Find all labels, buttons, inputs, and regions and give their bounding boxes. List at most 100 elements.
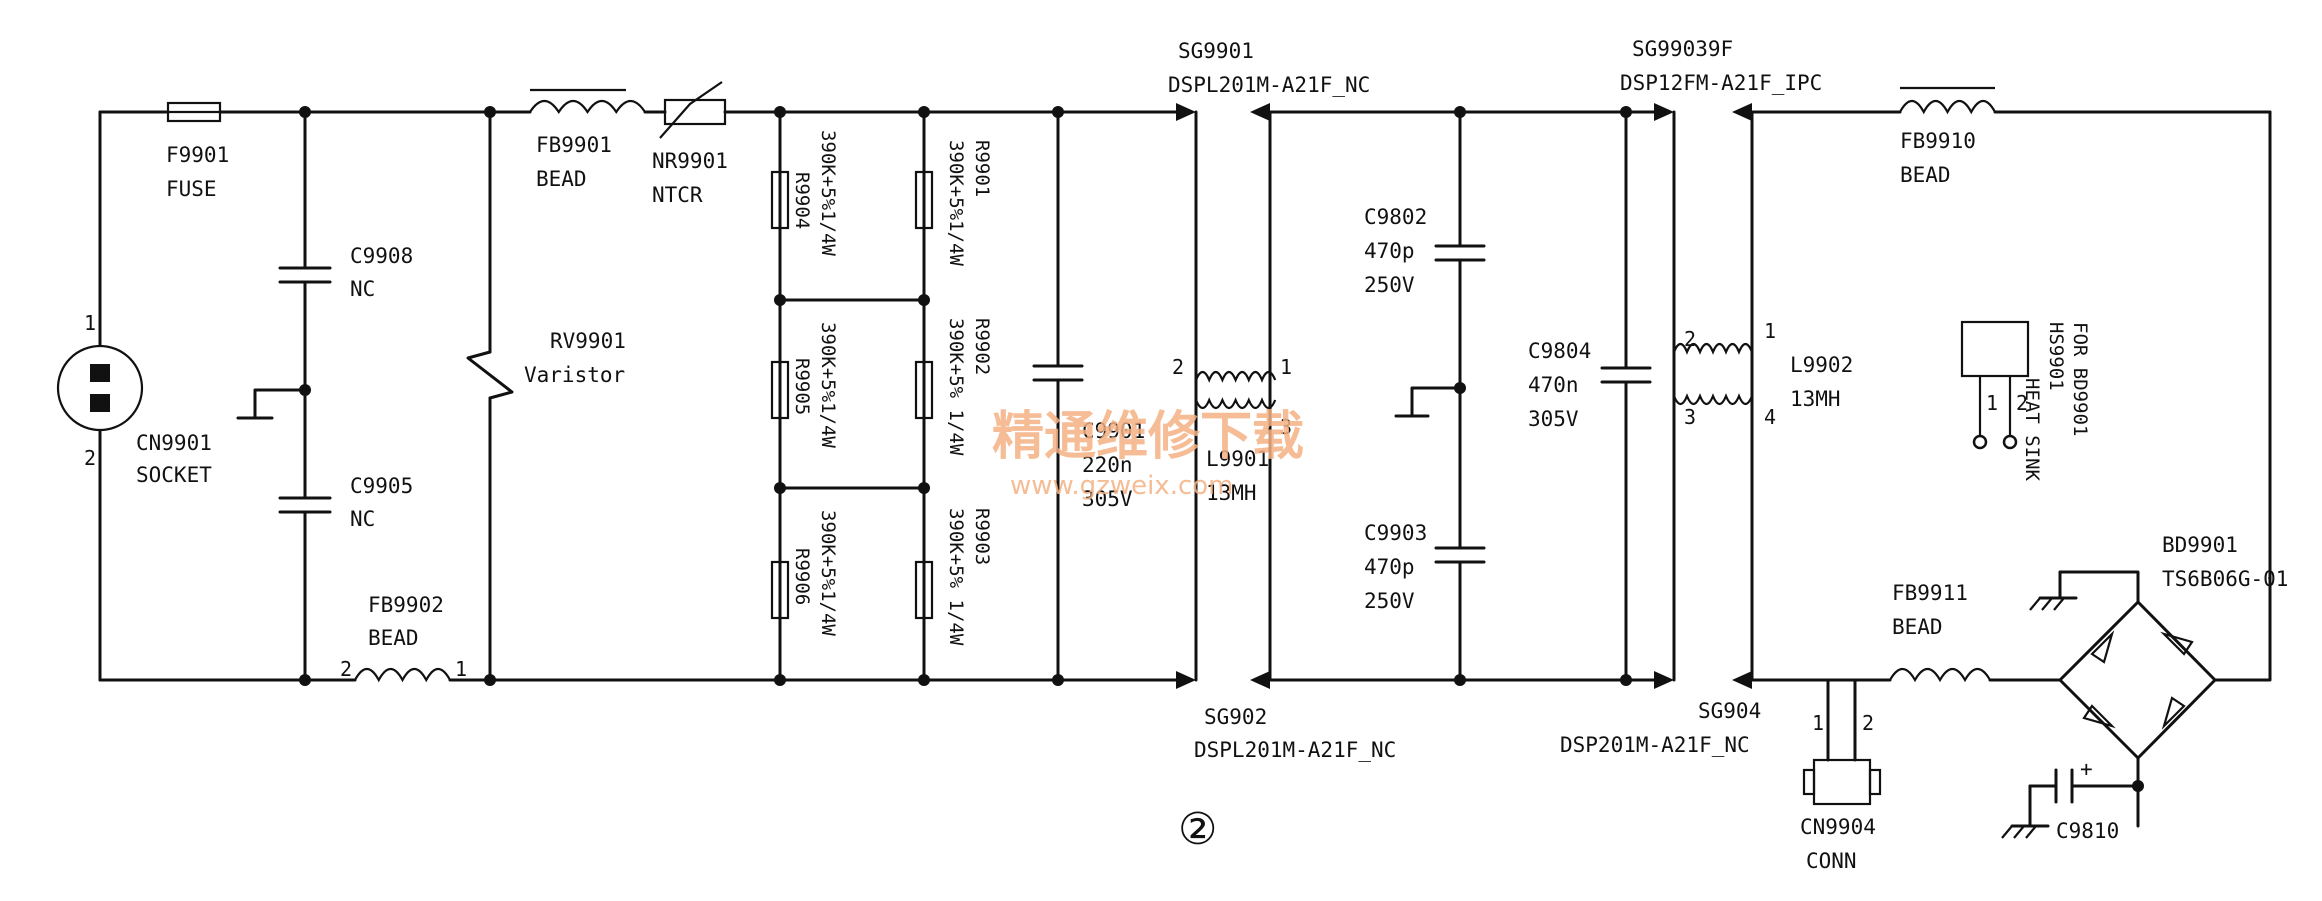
fb9901-bead: FB9901 BEAD — [529, 88, 646, 191]
cn9904-desc: CONN — [1806, 849, 1857, 873]
c9802-cap: 470p — [1364, 239, 1415, 263]
sg9901-part: DSPL201M-A21F_NC — [1168, 73, 1370, 97]
fb9911-ref: FB9911 — [1892, 581, 1968, 605]
r9902-value: 390K+5% 1/4W — [945, 318, 967, 456]
c9802-volt: 250V — [1364, 273, 1415, 297]
c9903-ref: C9903 — [1364, 521, 1427, 545]
cn9901-pin2: 2 — [84, 446, 96, 470]
fb9902-desc: BEAD — [368, 626, 419, 650]
l9901-ref: L9901 — [1206, 447, 1269, 471]
c9810-ref: C9810 — [2056, 819, 2119, 843]
c9810-capacitor: + C9810 — [2001, 757, 2140, 843]
bottom-rail — [98, 678, 2062, 692]
nr9901-desc: NTCR — [652, 183, 703, 207]
rv9901-desc: Varistor — [524, 363, 625, 387]
fb9911-bead: FB9911 BEAD — [1889, 581, 1991, 683]
resistor-ladder: R9904 390K+5%1/4W R9905 390K+5%1/4W R990… — [770, 110, 993, 682]
c9802-ref: C9802 — [1364, 205, 1427, 229]
watermark-line1: 精通维修下载 — [992, 407, 1304, 467]
c9908-ref: C9908 — [350, 244, 413, 268]
svg-text:②: ② — [1178, 804, 1217, 855]
f9901-desc: FUSE — [166, 177, 217, 201]
r9903-value: 390K+5% 1/4W — [945, 508, 967, 646]
r9905-value: 390K+5%1/4W — [817, 322, 839, 448]
c9903-volt: 250V — [1364, 589, 1415, 613]
c9905-desc: NC — [350, 507, 375, 531]
sg9901-spark-gap: SG9901 DSPL201M-A21F_NC — [1168, 39, 1370, 121]
c9901-capacitor: C9901 220n 305V — [1032, 110, 1145, 682]
f9901-ref: F9901 — [166, 143, 229, 167]
hs9901-pin1: 1 — [1986, 391, 1998, 415]
bd9901-bridge-rectifier: BD9901 TS6B06G-01 — [2029, 533, 2288, 828]
c9804-cap: 470n — [1528, 373, 1579, 397]
fb9901-ref: FB9901 — [536, 133, 612, 157]
l9901-value: 13MH — [1206, 481, 1257, 505]
sg902-part: DSPL201M-A21F_NC — [1194, 738, 1396, 762]
cn9901-desc: SOCKET — [136, 463, 212, 487]
fb9910-desc: BEAD — [1900, 163, 1951, 187]
hs9901-desc: HEAT SINK — [2021, 378, 2043, 482]
hs9901-ref: HS9901 — [2045, 322, 2067, 391]
cn9904-connector: 1 2 CN9904 CONN — [1800, 678, 1882, 873]
bd9901-part: TS6B06G-01 — [2162, 567, 2288, 591]
right-return-wire — [2213, 110, 2272, 682]
fb9901-desc: BEAD — [536, 167, 587, 191]
hs9901-pin2: 2 — [2016, 391, 2028, 415]
nr9901-ref: NR9901 — [652, 149, 728, 173]
c9903-cap: 470p — [1364, 555, 1415, 579]
l9902-value: 13MH — [1790, 387, 1841, 411]
c9901-cap: 220n — [1082, 453, 1133, 477]
r9906-value: 390K+5%1/4W — [817, 510, 839, 636]
nr9901-ntcr: NR9901 NTCR — [652, 81, 728, 207]
l9902-pin3: 3 — [1684, 405, 1696, 429]
r9902-ref: R9902 — [971, 318, 993, 375]
sg904-ref: SG904 — [1698, 699, 1761, 723]
fb9910-ref: FB9910 — [1900, 129, 1976, 153]
bd9901-ref: BD9901 — [2162, 533, 2238, 557]
rv9901-ref: RV9901 — [550, 329, 626, 353]
cn9901-pin1: 1 — [84, 311, 96, 335]
cn9904-pin2: 2 — [1862, 711, 1874, 735]
fb9902-pin1: 1 — [455, 657, 467, 681]
c9901-volt: 305V — [1082, 487, 1133, 511]
l9902-pin4: 4 — [1764, 405, 1776, 429]
fb9911-desc: BEAD — [1892, 615, 1943, 639]
hs9901-heat-sink: 1 2 FOR BD9901 HS9901 HEAT SINK — [1960, 320, 2091, 482]
sg99039f-spark-gap: SG99039F DSP12FM-A21F_IPC — [1620, 37, 1822, 121]
l9902-ref: L9902 — [1790, 353, 1853, 377]
l9901-pin2: 2 — [1172, 355, 1184, 379]
sg99039f-part: DSP12FM-A21F_IPC — [1620, 71, 1822, 95]
page-marker: ② — [1178, 804, 1217, 855]
fb9902-pin2: 2 — [340, 657, 352, 681]
sg99039f-ref: SG99039F — [1632, 37, 1733, 61]
rv9901-varistor: RV9901 Varistor — [466, 110, 626, 682]
l9901-pin1: 1 — [1280, 355, 1292, 379]
r9906-ref: R9906 — [791, 548, 813, 605]
junction-dots — [299, 106, 2144, 792]
sg904-part: DSP201M-A21F_NC — [1560, 733, 1750, 757]
l9902-pin1: 1 — [1764, 319, 1776, 343]
fb9910-bead: FB9910 BEAD — [1899, 86, 1996, 187]
sg902-spark-gap: SG902 DSPL201M-A21F_NC — [1176, 671, 1396, 762]
c9804-volt: 305V — [1528, 407, 1579, 431]
fb9902-bead: FB9902 BEAD 2 1 — [340, 593, 467, 683]
c9901-ref: C9901 — [1082, 419, 1145, 443]
hs9901-for: FOR BD9901 — [2069, 322, 2091, 436]
r9905-ref: R9905 — [791, 358, 813, 415]
l9902-choke: 2 1 3 4 L9902 13MH — [1672, 110, 1853, 682]
cn9904-pin1: 1 — [1812, 711, 1824, 735]
r9901-ref: R9901 — [971, 140, 993, 197]
watermark-line2: www.gzweix.com — [1010, 471, 1234, 501]
cn9901-ref: CN9901 — [136, 431, 212, 455]
sg9901-ref: SG9901 — [1178, 39, 1254, 63]
l9901-pin3: 3 — [1280, 415, 1292, 439]
sg904-spark-gap: SG904 DSP201M-A21F_NC — [1560, 671, 1761, 757]
l9901-choke: 2 1 3 L9901 13MH — [1172, 110, 1292, 682]
fb9902-ref: FB9902 — [368, 593, 444, 617]
cn9904-ref: CN9904 — [1800, 815, 1876, 839]
r9904-ref: R9904 — [791, 172, 813, 229]
c9804-ref: C9804 — [1528, 339, 1591, 363]
c9908-desc: NC — [350, 277, 375, 301]
watermark: 精通维修下载 www.gzweix.com — [992, 407, 1304, 501]
